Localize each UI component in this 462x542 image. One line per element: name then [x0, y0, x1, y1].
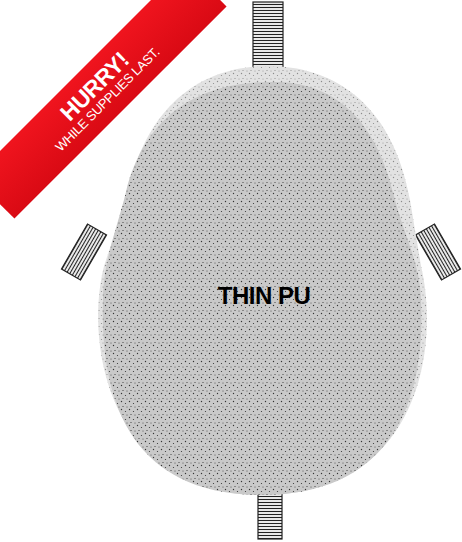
left-strap: [61, 224, 106, 280]
outer-pad-texture: [98, 66, 427, 495]
pad-label: THIN PU: [210, 283, 319, 317]
thin-pu-layer: [103, 82, 422, 495]
node-heading: THIN PU: [210, 283, 319, 309]
outer-pad-layer: [98, 66, 427, 495]
thin-pu-texture: [103, 82, 422, 495]
top-strap: [253, 2, 283, 68]
bottom-strap: [258, 492, 282, 539]
